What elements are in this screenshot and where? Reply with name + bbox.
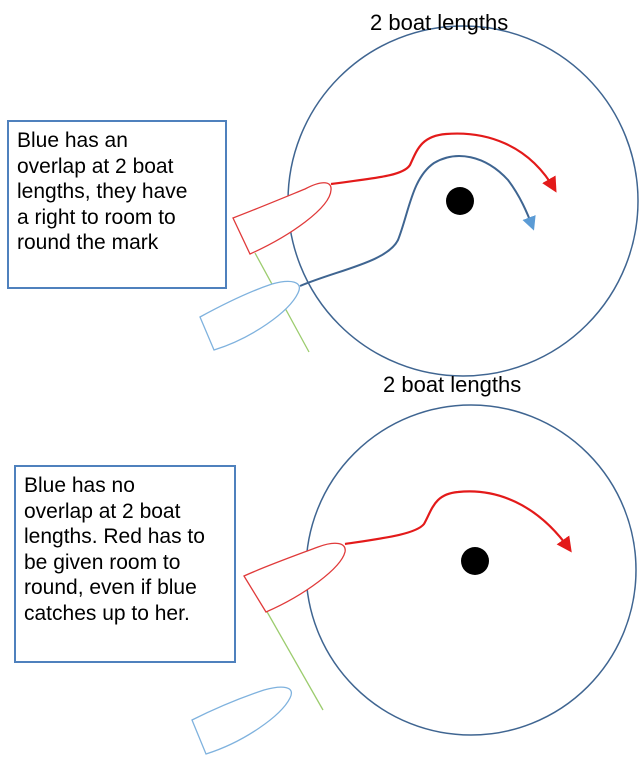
note-line: overlap at 2 boat <box>24 499 181 523</box>
note-line: round the mark <box>17 231 159 254</box>
blue-boat <box>199 280 300 351</box>
top-zone-label: 2 boat lengths <box>370 10 509 35</box>
blue-boat-track <box>299 155 536 287</box>
note-line: a right to room to <box>17 205 176 229</box>
blue-boat <box>191 686 292 755</box>
note-line: catches up to her. <box>24 601 190 625</box>
scenario-bottom <box>191 404 637 755</box>
top-explanation-box: Blue has an overlap at 2 boat lengths, t… <box>7 120 227 289</box>
note-line: round, even if blue <box>24 576 197 599</box>
mark-buoy <box>461 547 489 575</box>
note-line: lengths. Red has to <box>24 525 205 548</box>
red-boat-track <box>330 132 557 193</box>
bottom-zone-label: 2 boat lengths <box>383 372 522 397</box>
overlap-line <box>265 609 324 711</box>
note-line: Blue has no <box>24 474 135 497</box>
note-line: Blue has an <box>17 129 128 152</box>
scenario-top <box>199 25 639 377</box>
note-line: overlap at 2 boat <box>17 154 174 178</box>
bottom-explanation-box: Blue has no overlap at 2 boat lengths. R… <box>14 465 236 663</box>
red-boat <box>232 182 332 255</box>
note-line: lengths, they have <box>17 180 188 203</box>
mark-buoy <box>446 187 474 215</box>
note-line: be given room to <box>24 550 181 574</box>
red-boat <box>243 542 346 613</box>
red-boat-track <box>344 490 572 553</box>
